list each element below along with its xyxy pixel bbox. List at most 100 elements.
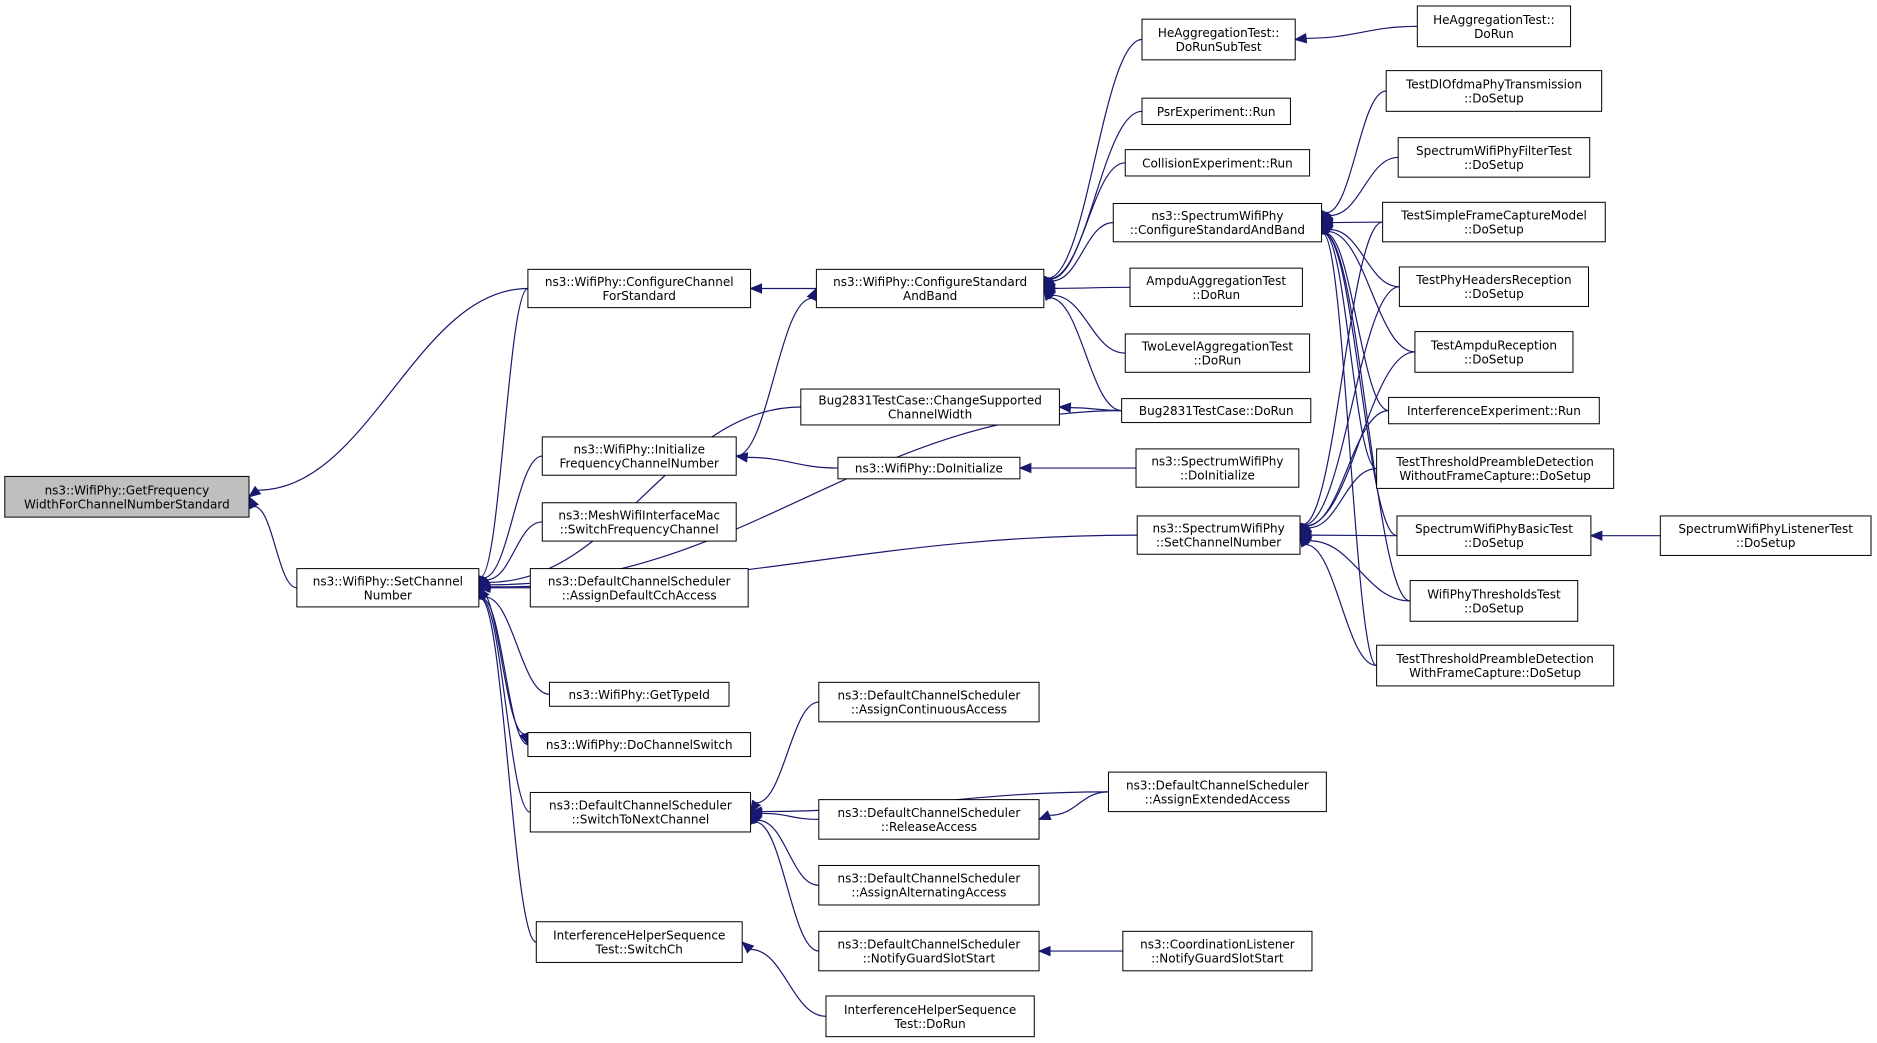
node-box [818, 864, 1040, 906]
node-dcs_release[interactable]: ns3::DefaultChannelScheduler::ReleaseAcc… [818, 799, 1040, 840]
node-ttpd_w[interactable]: TestThresholdPreambleDetectionWithFrameC… [1376, 644, 1615, 687]
node-label: ns3::MeshWifiInterfaceMac [558, 508, 720, 522]
node-getfreq[interactable]: ns3::WifiPhy::GetFrequencyWidthForChanne… [4, 475, 250, 518]
node-swplistener[interactable]: SpectrumWifiPhyListenerTest::DoSetup [1659, 515, 1872, 556]
edge-arrowhead [1043, 287, 1055, 302]
edge-spec_doinit-to-doinit [1018, 462, 1137, 474]
node-dochswitch[interactable]: ns3::WifiPhy::DoChannelSwitch [527, 732, 752, 758]
node-swpbasic[interactable]: SpectrumWifiPhyBasicTest::DoSetup [1396, 515, 1592, 556]
node-ttpd_wo[interactable]: TestThresholdPreambleDetectionWithoutFra… [1376, 448, 1615, 489]
node-box [818, 930, 1040, 972]
node-label: ::NotifyGuardSlotStart [1151, 952, 1284, 966]
edge-arrowhead [749, 799, 762, 814]
node-spec_doinit[interactable]: ns3::SpectrumWifiPhy::DoInitialize [1135, 448, 1300, 488]
edge-dcs_alt-to-dcs_switch [749, 811, 819, 886]
node-swpfilter[interactable]: SpectrumWifiPhyFilterTest::DoSetup [1397, 137, 1591, 178]
node-label: TestThresholdPreambleDetection [1395, 652, 1594, 666]
node-spec_cfg[interactable]: ns3::SpectrumWifiPhy::ConfigureStandardA… [1112, 203, 1323, 243]
node-label: InterferenceExperiment::Run [1407, 404, 1581, 418]
node-cfgchstd[interactable]: ns3::WifiPhy::ConfigureChannelForStandar… [527, 268, 752, 309]
node-label: AmpduAggregationTest [1146, 274, 1286, 288]
node-dcs_alt[interactable]: ns3::DefaultChannelScheduler::AssignAlte… [818, 864, 1040, 906]
node-label: SpectrumWifiPhyBasicTest [1415, 522, 1573, 536]
node-wpthresh[interactable]: WifiPhyThresholdsTest::DoSetup [1409, 580, 1579, 622]
edge-line [1325, 232, 1389, 412]
edge-line [480, 598, 537, 943]
node-label: Bug2831TestCase::ChangeSupported [818, 394, 1041, 408]
edge-line [736, 297, 812, 457]
node-bug_change[interactable]: Bug2831TestCase::ChangeSupportedChannelW… [800, 388, 1060, 426]
node-interf[interactable]: InterferenceExperiment::Run [1388, 396, 1600, 425]
edge-line [1309, 540, 1411, 602]
node-label: ForStandard [603, 289, 676, 303]
edge-line [1330, 229, 1400, 288]
node-spec_setch[interactable]: ns3::SpectrumWifiPhy::SetChannelNumber [1136, 515, 1301, 555]
node-label: ns3::DefaultChannelScheduler [838, 872, 1021, 886]
node-label: WithFrameCapture::DoSetup [1409, 666, 1581, 680]
node-twolevel[interactable]: TwoLevelAggregationTest::DoRun [1124, 333, 1311, 373]
edge-line [1052, 294, 1126, 354]
node-box [1141, 97, 1291, 125]
node-label: ::DoSetup [1464, 223, 1524, 237]
node-tphr[interactable]: TestPhyHeadersReception::DoSetup [1398, 266, 1590, 307]
node-bug_run[interactable]: Bug2831TestCase::DoRun [1121, 398, 1312, 424]
node-label: SpectrumWifiPhyFilterTest [1416, 144, 1572, 158]
node-collision[interactable]: CollisionExperiment::Run [1124, 149, 1311, 177]
node-cfgstdband[interactable]: ns3::WifiPhy::ConfigureStandardAndBand [815, 268, 1045, 309]
node-label: ::DoRun [1194, 354, 1242, 368]
node-coord[interactable]: ns3::CoordinationListener::NotifyGuardSl… [1122, 930, 1313, 972]
node-dcs_notify[interactable]: ns3::DefaultChannelScheduler::NotifyGuar… [818, 930, 1040, 972]
node-label: ::NotifyGuardSlotStart [863, 952, 996, 966]
node-setch[interactable]: ns3::WifiPhy::SetChannelNumber [296, 568, 480, 608]
edge-initfreq-to-setch [478, 455, 543, 589]
node-heagg_run[interactable]: HeAggregationTest::DoRun [1416, 5, 1572, 48]
edge-twolevel-to-cfgstdband [1042, 287, 1126, 354]
node-box [818, 799, 1040, 840]
node-initfreq[interactable]: ns3::WifiPhy::InitializeFrequencyChannel… [541, 436, 737, 476]
node-dcs_default[interactable]: ns3::DefaultChannelScheduler::AssignDefa… [529, 568, 749, 608]
edge-line [484, 596, 550, 695]
node-label: ns3::WifiPhy::GetFrequency [45, 483, 210, 497]
node-label: ::SwitchFrequencyChannel [560, 522, 719, 536]
node-dcs_switch[interactable]: ns3::DefaultChannelScheduler::SwitchToNe… [529, 791, 752, 833]
edge-line [1306, 409, 1389, 527]
node-label: ns3::WifiPhy::SetChannel [313, 574, 463, 588]
node-doinit[interactable]: ns3::WifiPhy::DoInitialize [837, 456, 1021, 480]
node-tdl[interactable]: TestDlOfdmaPhyTransmission::DoSetup [1385, 70, 1603, 112]
node-ampdu_agg[interactable]: AmpduAggregationTest::DoRun [1129, 267, 1303, 307]
node-label: ns3::WifiPhy::GetTypeId [569, 688, 710, 702]
node-label: PsrExperiment::Run [1157, 105, 1276, 119]
node-box [1398, 266, 1590, 307]
node-box [1409, 580, 1579, 622]
node-label: InterferenceHelperSequence [553, 929, 725, 943]
node-label: ::DoInitialize [1180, 469, 1255, 483]
node-psr[interactable]: PsrExperiment::Run [1141, 97, 1291, 125]
edge-cfgchstd-to-getfreq [247, 287, 528, 498]
edge-line [253, 505, 298, 589]
node-dcs_cont[interactable]: ns3::DefaultChannelScheduler::AssignCont… [818, 681, 1040, 723]
node-box [535, 921, 743, 963]
edge-line [1051, 222, 1114, 282]
node-label: ns3::SpectrumWifiPhy [1151, 455, 1283, 469]
node-label: ns3::DefaultChannelScheduler [1126, 778, 1309, 792]
node-label: ::AssignExtendedAccess [1145, 792, 1290, 806]
node-mesh[interactable]: ns3::MeshWifiInterfaceMac::SwitchFrequen… [541, 502, 737, 542]
node-heagg_sub[interactable]: HeAggregationTest::DoRunSubTest [1141, 18, 1296, 61]
edge-line [1305, 543, 1377, 667]
edge-line [1304, 286, 1400, 526]
edge-line [480, 287, 529, 578]
node-label: ::SwitchToNextChannel [572, 813, 710, 827]
node-tsfcm[interactable]: TestSimpleFrameCaptureModel::DoSetup [1382, 201, 1606, 243]
node-label: HeAggregationTest:: [1433, 13, 1555, 27]
edge-line [750, 948, 826, 1017]
node-box [1124, 149, 1311, 177]
edge-arrowhead [247, 485, 262, 498]
node-label: Number [364, 588, 412, 602]
node-tampdu[interactable]: TestAmpduReception::DoSetup [1414, 331, 1574, 373]
node-gettypeid[interactable]: ns3::WifiPhy::GetTypeId [548, 681, 730, 707]
node-label: Test::DoRun [893, 1017, 965, 1031]
edge-line [257, 287, 528, 491]
node-dcs_ext[interactable]: ns3::DefaultChannelScheduler::AssignExte… [1107, 771, 1327, 813]
